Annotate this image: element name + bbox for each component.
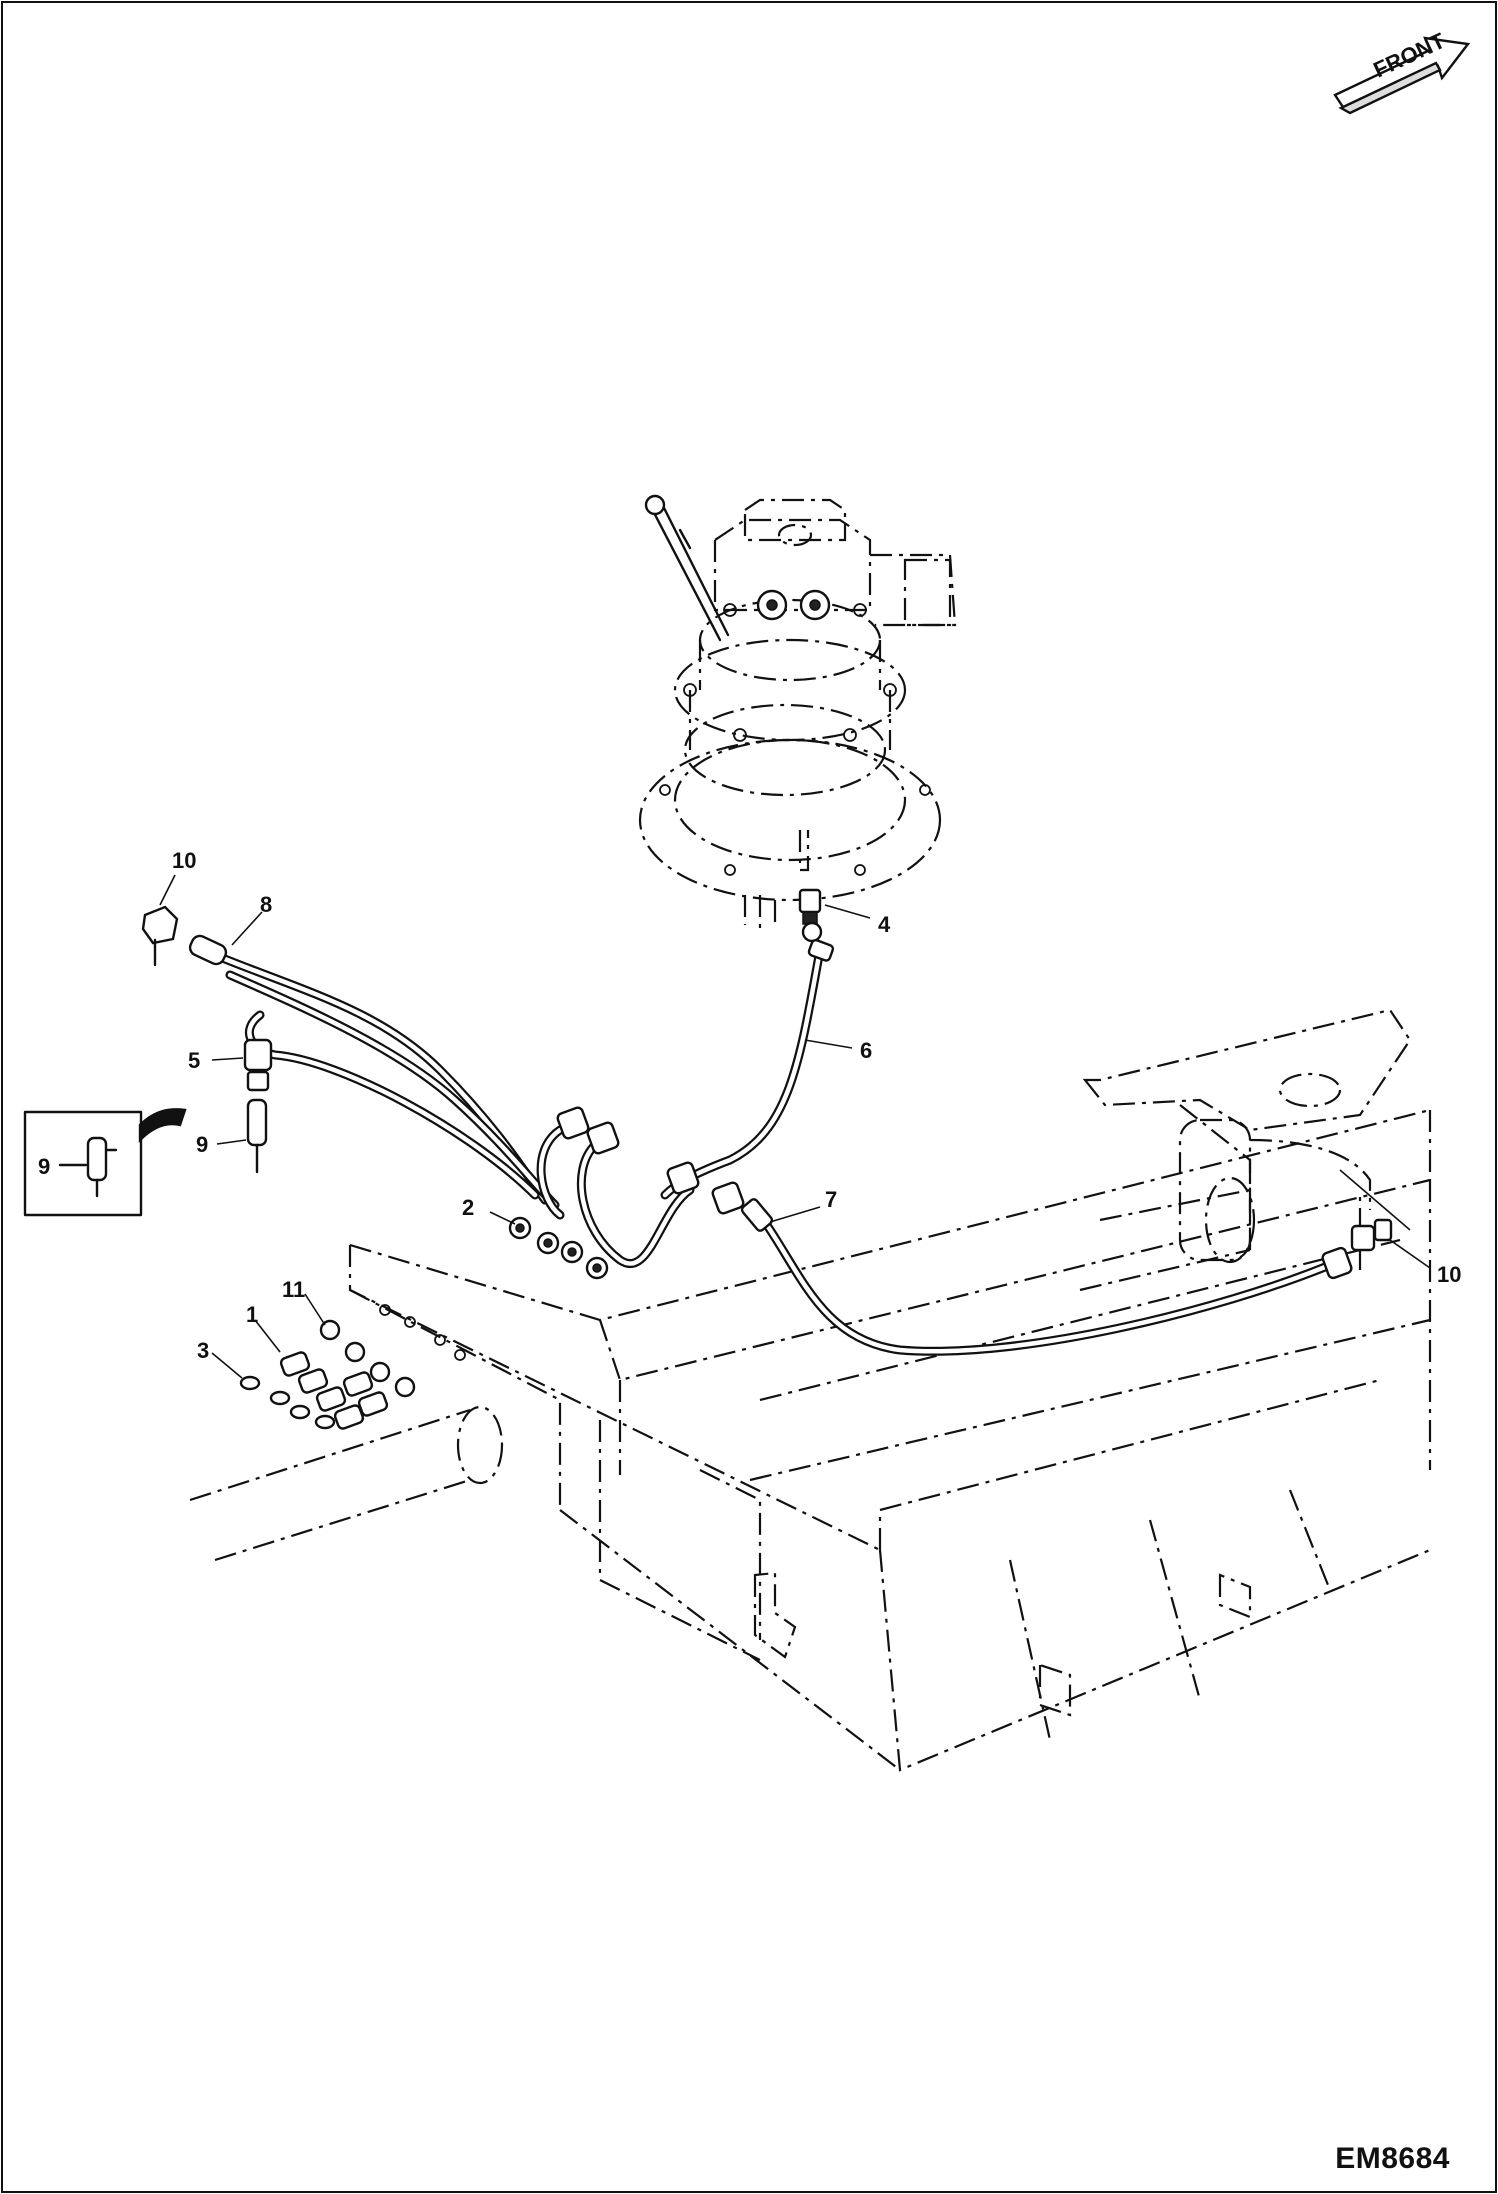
callout-5: 5 (188, 1048, 200, 1073)
callout-2: 2 (462, 1195, 474, 1220)
detail-inset (23, 1108, 187, 1217)
parts-1-3-11-cluster (239, 1304, 466, 1430)
boom-bracket (1079, 1008, 1412, 1292)
callout-labels: 10 8 4 5 6 9 9 7 2 10 11 1 3 (38, 848, 1461, 1363)
callout-8: 8 (260, 892, 272, 917)
callout-9: 9 (196, 1132, 208, 1157)
fittings (141, 888, 1393, 1430)
leader-lines (159, 874, 1431, 1379)
callout-11: 11 (282, 1277, 305, 1302)
swing-motor (638, 494, 957, 930)
fitting-4 (798, 888, 822, 914)
callout-6: 6 (860, 1038, 872, 1063)
callout-3: 3 (197, 1338, 209, 1363)
callout-7: 7 (825, 1187, 837, 1212)
hoses (210, 945, 1335, 1356)
callout-10-left: 10 (172, 848, 196, 873)
callout-1: 1 (246, 1302, 258, 1327)
callout-10-right: 10 (1437, 1262, 1461, 1287)
front-arrow-icon: FRONT (1333, 28, 1471, 115)
callout-4: 4 (878, 912, 891, 937)
drawing-id-label: EM8684 (1335, 2142, 1450, 2175)
chassis-frame (189, 1108, 1432, 1772)
callout-9-inset: 9 (38, 1154, 50, 1179)
